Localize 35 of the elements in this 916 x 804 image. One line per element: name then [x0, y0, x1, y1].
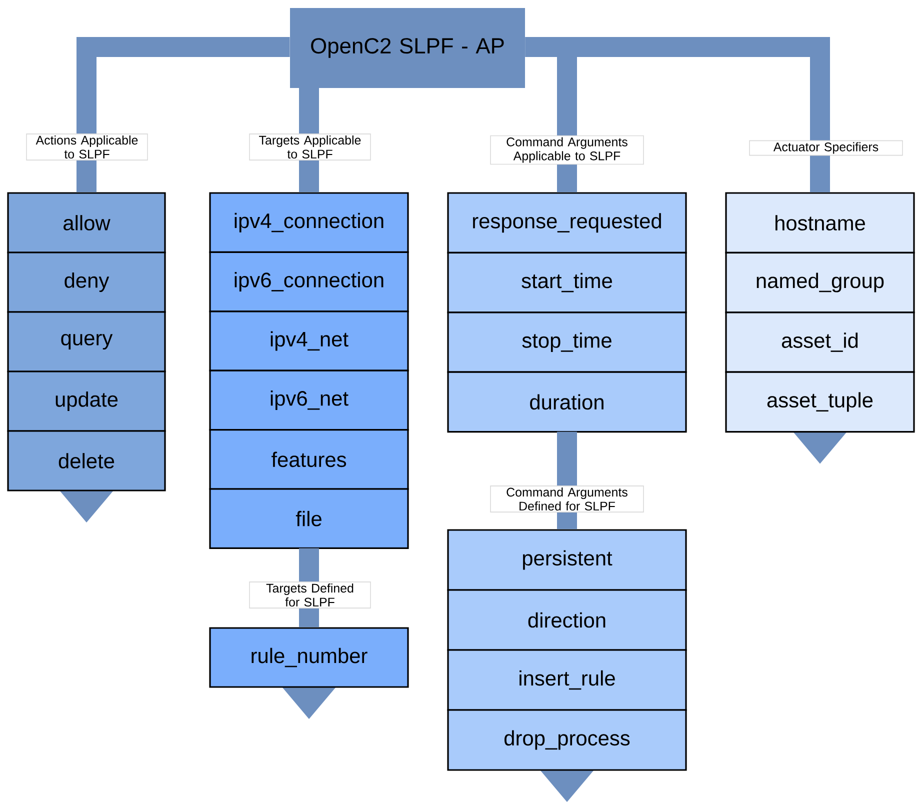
- connector-bar: [76, 37, 290, 192]
- connector-bar: [525, 37, 830, 192]
- edge-label: Actions Applicable to SLPF: [26, 134, 148, 160]
- list-cell: named_group: [725, 252, 915, 314]
- list-cell: persistent: [447, 529, 687, 591]
- list-cell: start_time: [447, 252, 687, 314]
- list-cell: asset_tuple: [725, 371, 915, 433]
- edge-label: Command Arguments Defined for SLPF: [490, 486, 644, 512]
- connector-bar: [299, 88, 319, 192]
- title-box: OpenC2 SLPF - AP: [290, 8, 525, 88]
- list-cell: direction: [447, 589, 687, 651]
- list-cell: drop_process: [447, 709, 687, 771]
- list-cell: file: [209, 488, 409, 549]
- list-cell: query: [7, 311, 166, 372]
- list-cell: delete: [7, 430, 166, 492]
- list-cell: ipv6_net: [209, 370, 409, 431]
- list-cell: asset_id: [725, 312, 915, 373]
- list-cell: hostname: [725, 192, 915, 254]
- edge-label: Command Arguments Applicable to SLPF: [490, 135, 644, 165]
- connector-bar: [557, 432, 577, 530]
- list-cell: ipv4_connection: [209, 192, 409, 253]
- list-cell: ipv6_connection: [209, 251, 409, 312]
- list-cell: rule_number: [209, 627, 409, 688]
- list-cell: response_requested: [447, 192, 687, 254]
- edge-label: Targets Defined for SLPF: [249, 582, 371, 608]
- list-cell: insert_rule: [447, 649, 687, 711]
- list-cell: features: [209, 429, 409, 490]
- list-cell: allow: [7, 192, 166, 254]
- list-cell: ipv4_net: [209, 310, 409, 372]
- list-cell: duration: [447, 371, 687, 433]
- list-cell: deny: [7, 252, 166, 313]
- edge-label: Actuator Specifiers: [749, 140, 903, 156]
- edge-label: Targets Applicable to SLPF: [249, 134, 371, 160]
- list-cell: stop_time: [447, 312, 687, 373]
- list-cell: update: [7, 370, 166, 432]
